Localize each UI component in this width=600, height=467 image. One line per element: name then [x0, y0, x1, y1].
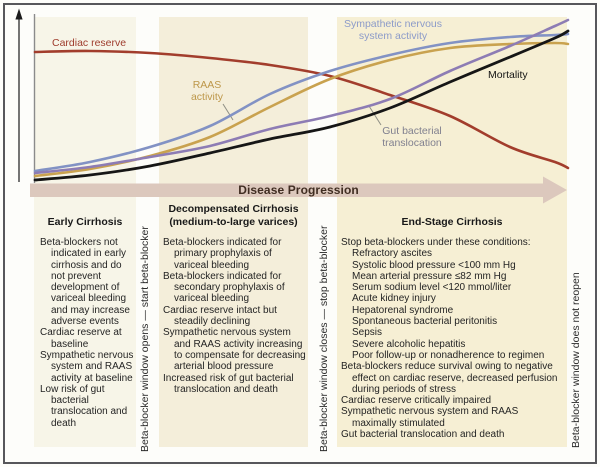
label-leader-line — [368, 105, 382, 126]
curve-sympathetic-nervous-system-activity — [33, 32, 570, 173]
curve-gut-bacterial-translocation — [33, 18, 570, 175]
list-item: Acute kidney injury — [352, 293, 436, 305]
list-item: Beta-blockers not indicated in early cir… — [40, 237, 130, 328]
list-item: Low risk of gut bacterial translocation … — [40, 383, 128, 429]
list-item: Beta-blockers indicated for primary prop… — [163, 237, 282, 271]
cardiac-reserve-label: Cardiac reserve — [52, 37, 127, 49]
list-item: Beta-blockers reduce survival owing to n… — [341, 361, 558, 395]
early-cirrhosis-band — [34, 17, 136, 447]
list-item: Cardiac reserve at baseline — [40, 327, 122, 350]
list-item: Cardiac reserve critically impaired — [341, 395, 492, 407]
decompensated-cirrhosis-header: Decompensated Cirrhosis (medium-to-large… — [168, 203, 299, 228]
end-stage-cirrhosis-header: End-Stage Cirrhosis — [401, 216, 503, 228]
list-item: Mean arterial pressure ≤82 mm Hg — [352, 270, 507, 282]
list-item: Spontaneous bacterial peritonitis — [352, 316, 498, 328]
curve-cardiac-reserve — [33, 49, 570, 170]
list-item: Systolic blood pressure <100 mm Hg — [352, 259, 516, 271]
list-item: Gut bacterial translocation and death — [341, 429, 505, 441]
y-axis-arrowhead-icon — [15, 8, 23, 20]
beta-blocker-window-no-reopen-label: Beta-blocker window does not reopen — [570, 272, 582, 448]
list-item: Beta-blockers indicated for secondary pr… — [163, 270, 285, 305]
early-cirrhosis-list: Beta-blockers not indicated in early cir… — [36, 237, 138, 429]
sympathetic-activity-label: Sympathetic nervous system activity — [343, 18, 443, 42]
curve-group — [33, 18, 570, 182]
list-item: Cardiac reserve intact but steadily decl… — [163, 304, 277, 328]
disease-progression-arrow-body — [30, 183, 543, 197]
list-item: Sympathetic nervous system and RAAS acti… — [40, 349, 134, 384]
list-item: Sympathetic nervous system and RAAS acti… — [163, 327, 306, 373]
list-item: Hepatorenal syndrome — [352, 304, 454, 316]
curve-mortality — [33, 29, 570, 182]
list-item: Stop beta-blockers under these condition… — [341, 237, 531, 248]
list-item: Increased risk of gut bacterial transloc… — [163, 372, 294, 395]
list-item: Sepsis — [352, 327, 383, 339]
disease-progression-arrowhead-icon — [543, 176, 567, 204]
raas-activity-label: RAAS activity — [190, 79, 224, 103]
list-item: Refractory ascites — [352, 248, 433, 260]
list-item: Poor follow-up or nonadherence to regime… — [352, 349, 545, 361]
label-leader-line — [222, 103, 234, 121]
list-item: Severe alcoholic hepatitis — [352, 338, 466, 350]
gut-translocation-label: Gut bacterial translocation — [382, 125, 442, 149]
decompensated-cirrhosis-list: Beta-blockers indicated for primary prop… — [163, 237, 306, 395]
disease-progression-label: Disease Progression — [238, 183, 359, 197]
list-item: Serum sodium level <120 mmol/liter — [352, 282, 512, 294]
beta-blocker-window-opens-label: Beta-blocker window opens — start beta-b… — [139, 226, 151, 452]
end-stage-cirrhosis-list: Stop beta-blockers under these condition… — [341, 237, 565, 440]
early-cirrhosis-header: Early Cirrhosis — [47, 216, 123, 228]
list-item: Sympathetic nervous system and RAAS maxi… — [341, 406, 519, 429]
mortality-label: Mortality — [488, 69, 528, 81]
beta-blocker-window-closes-label: Beta-blocker window closes — stop beta-b… — [318, 225, 330, 452]
